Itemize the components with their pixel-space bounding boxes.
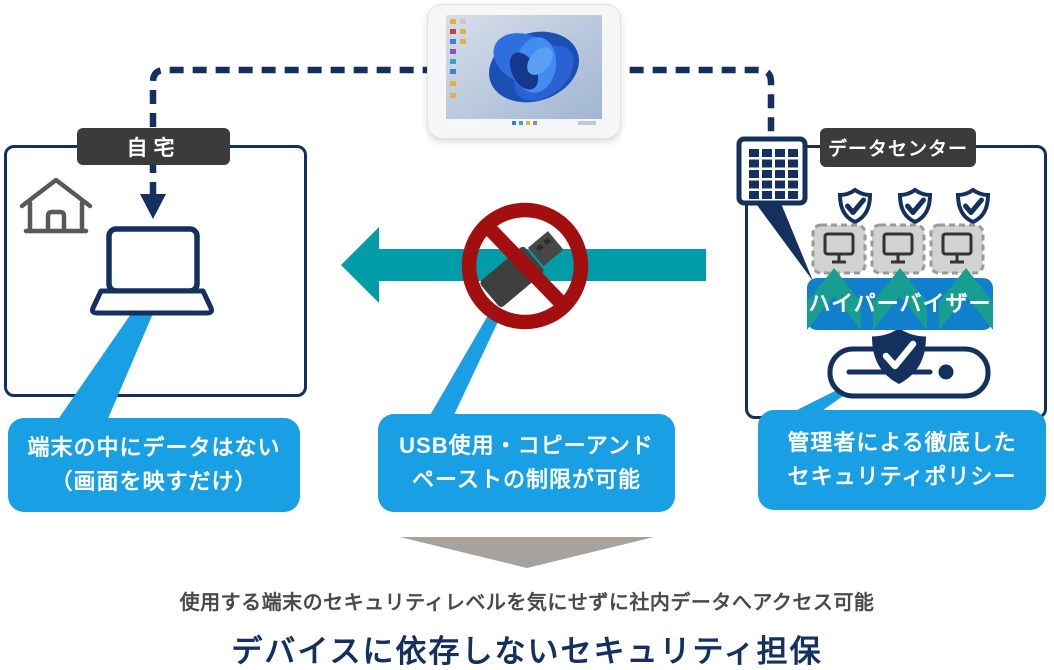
datacenter-label: データセンター (820, 128, 976, 167)
callout-line: 管理者による徹底した (787, 430, 1017, 455)
callout-line: USB使用・コピーアンド (399, 433, 654, 458)
windows-desktop-screen (446, 15, 602, 127)
callout-no-data: 端末の中にデータはない （画面を映すだけ） (8, 418, 300, 512)
callout-line: （画面を映すだけ） (50, 469, 258, 494)
down-triangle-icon (400, 537, 654, 568)
tablet-windows-desktop (428, 5, 620, 138)
page-title: デバイスに依存しないセキュリティ担保 (231, 634, 823, 669)
hypervisor-banner: ハイパーバイザー (807, 268, 993, 330)
up-chevron-icons (807, 268, 993, 330)
callout-usb-restriction: USB使用・コピーアンド ペーストの制限が可能 (378, 414, 675, 512)
home-box (4, 145, 307, 397)
callout-security-policy: 管理者による徹底した セキュリティポリシー (758, 410, 1046, 510)
taskbar (446, 119, 602, 127)
callout-line: 端末の中にデータはない (27, 435, 281, 460)
desktop-wallpaper (446, 15, 602, 127)
callout-tail-middle (429, 311, 503, 417)
datacenter-label-text: データセンター (827, 139, 968, 160)
transfer-arrow-icon (341, 227, 706, 303)
callout-line: セキュリティポリシー (787, 464, 1017, 489)
summary-text: 使用する端末のセキュリティレベルを気にせずに社内データへアクセス可能 (179, 592, 875, 614)
prohibition-icon (461, 202, 589, 330)
callout-line: ペーストの制限が可能 (412, 467, 641, 492)
usb-stick-icon (480, 231, 564, 307)
hypervisor-banner-text: ハイパーバイザー (808, 291, 992, 316)
home-label: 自宅 (77, 128, 230, 165)
home-label-text: 自宅 (126, 136, 181, 160)
